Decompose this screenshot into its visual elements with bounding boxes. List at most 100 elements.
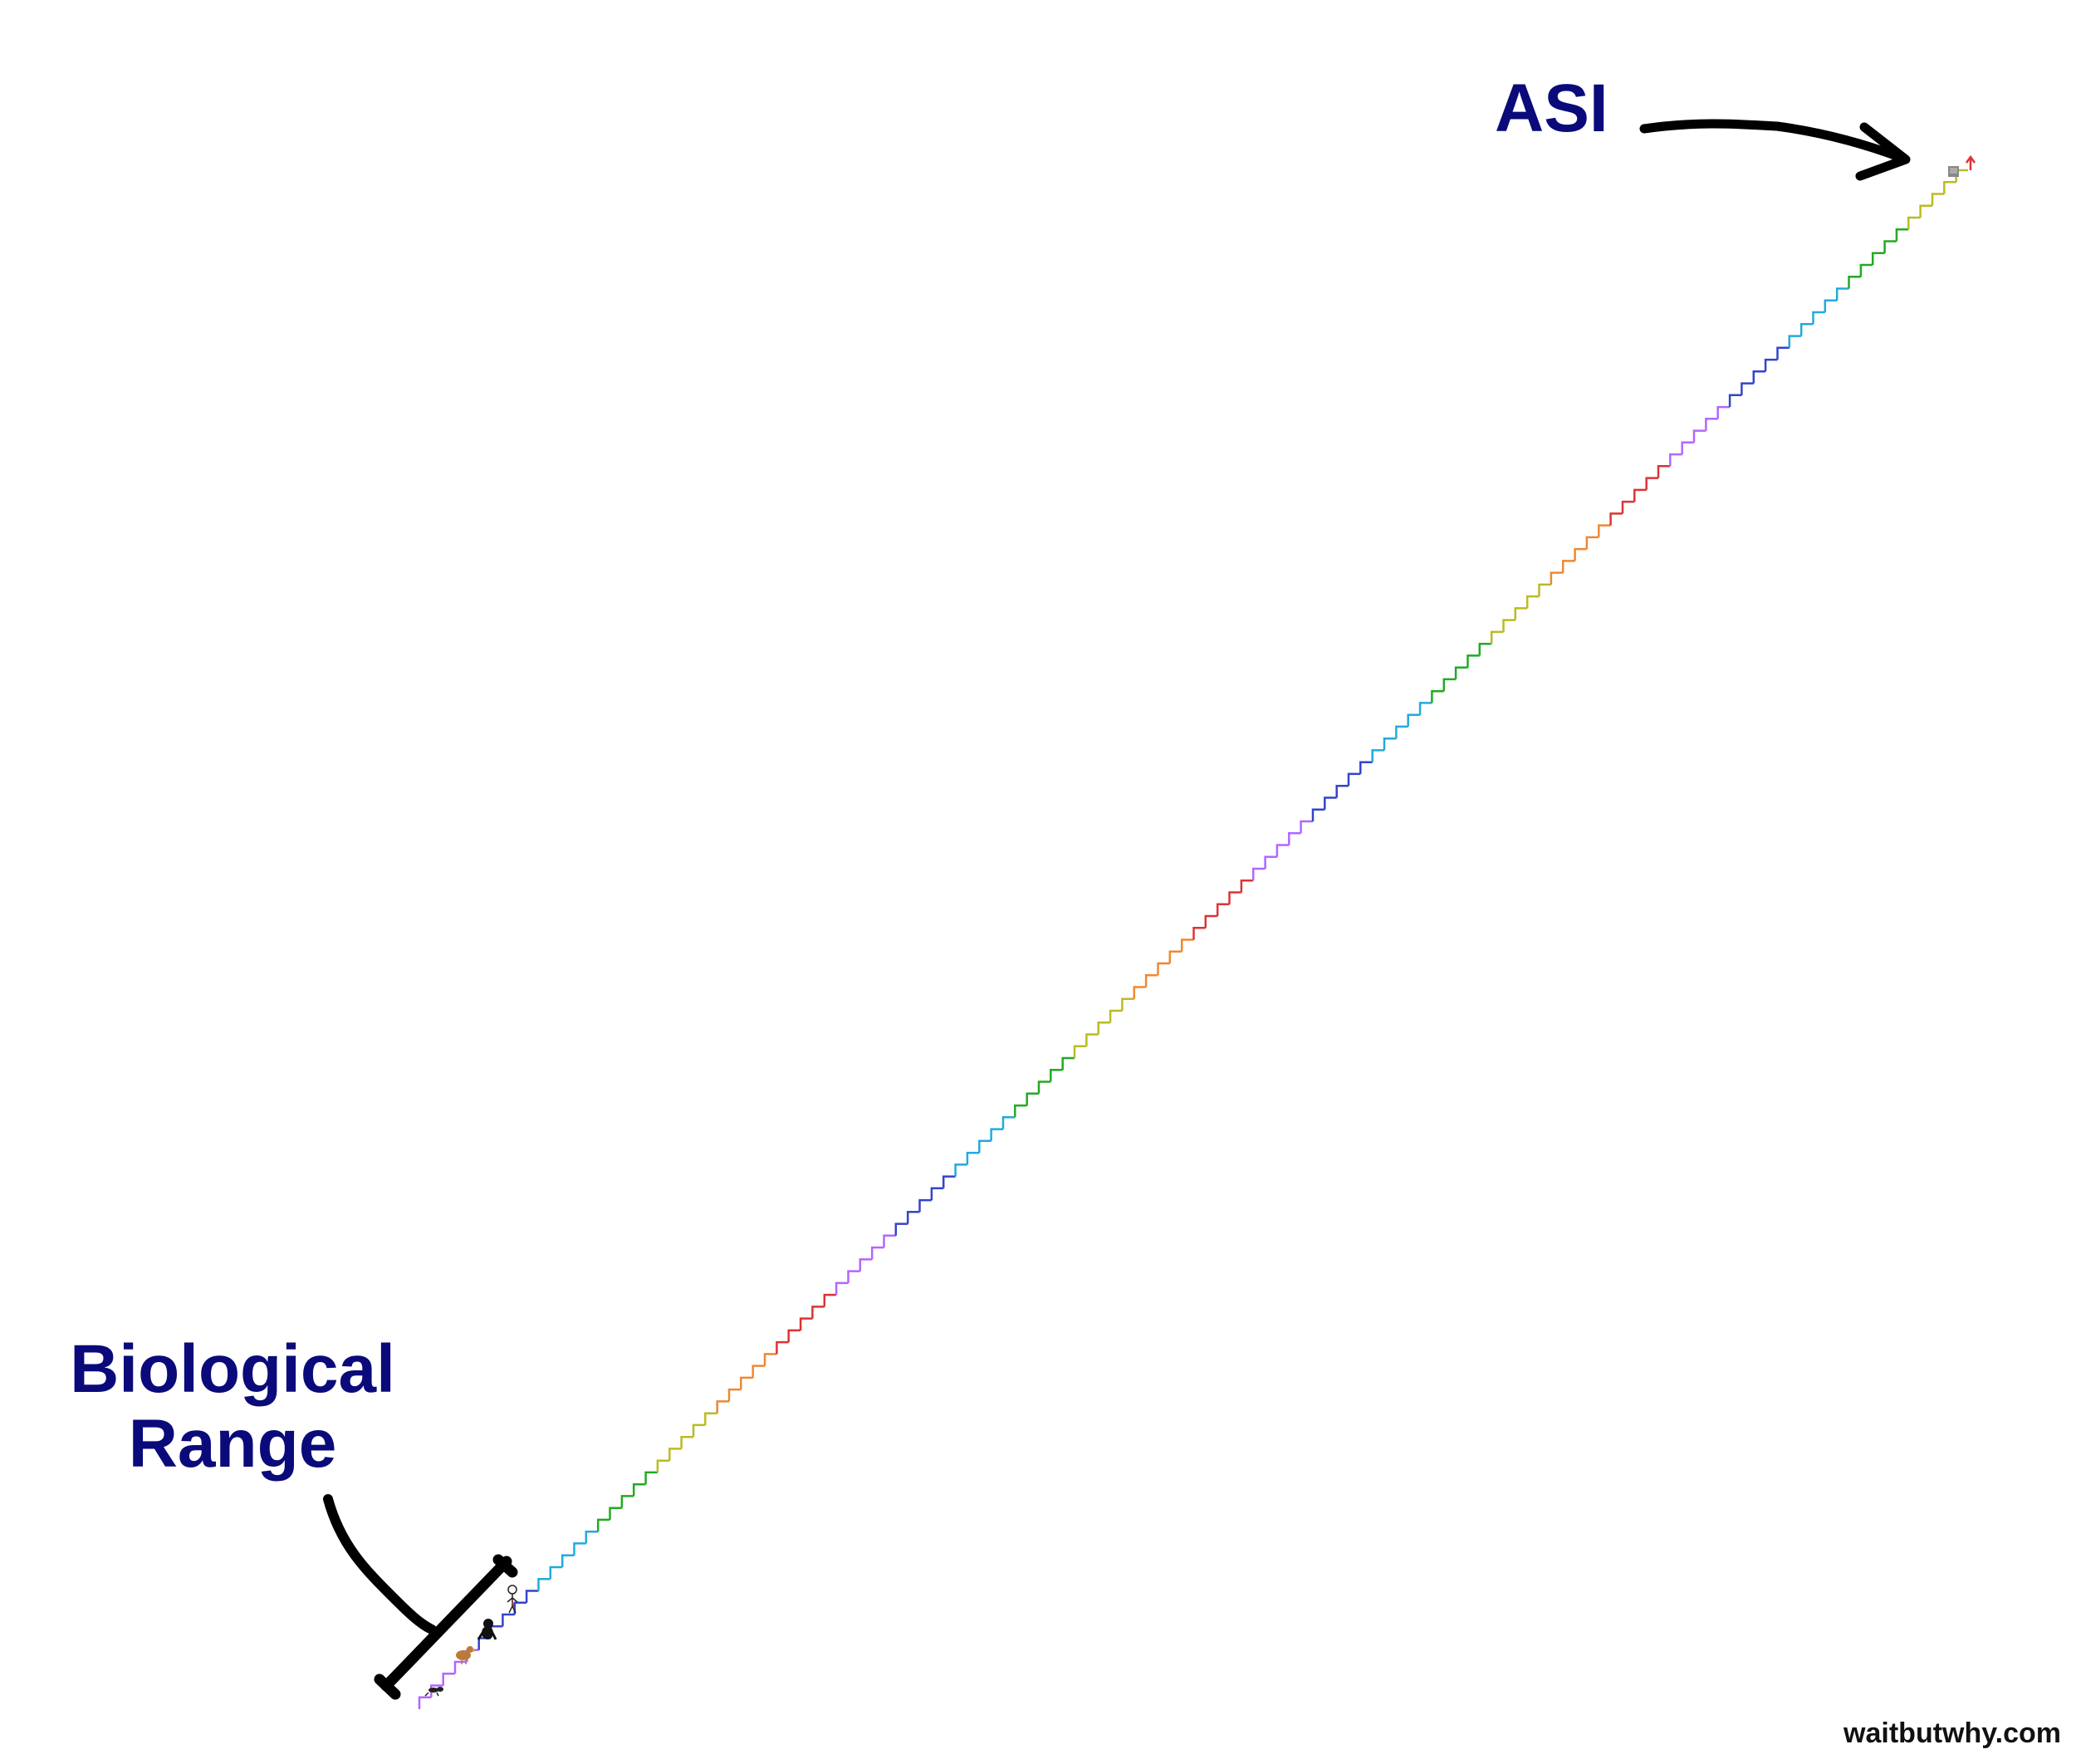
stair-step xyxy=(1919,204,1932,218)
human-icon xyxy=(507,1585,518,1614)
stair-step xyxy=(978,1139,991,1154)
site-credit: waitbutwhy.com xyxy=(1843,1717,2061,1749)
stair-step xyxy=(1645,477,1658,490)
stair-step xyxy=(1240,879,1254,893)
stair-step xyxy=(680,1435,693,1449)
stair-step xyxy=(1347,772,1361,786)
stair-step xyxy=(1871,252,1885,265)
stair-step xyxy=(942,1175,956,1188)
stair-step xyxy=(811,1306,825,1319)
stair-step xyxy=(716,1400,729,1414)
stair-step xyxy=(1514,607,1528,620)
stair-step xyxy=(859,1258,873,1272)
stair-step xyxy=(1859,263,1873,277)
stair-step xyxy=(692,1423,706,1438)
stair-step xyxy=(1097,1022,1111,1035)
stair-step xyxy=(1192,926,1206,940)
stair-step xyxy=(704,1412,717,1425)
stair-step xyxy=(1251,867,1266,881)
stair-step xyxy=(1454,666,1468,679)
stair-step xyxy=(883,1234,896,1248)
stair-step xyxy=(1835,287,1849,301)
stair-step xyxy=(1824,299,1838,312)
stair-step xyxy=(1598,524,1611,537)
stair-step xyxy=(1478,642,1492,656)
stair-step xyxy=(740,1376,753,1390)
stair-step xyxy=(1705,418,1718,431)
stair-step xyxy=(442,1672,455,1686)
stair-step xyxy=(1133,986,1147,999)
stair-step xyxy=(1121,997,1134,1011)
stair-step xyxy=(1752,370,1766,384)
stair-step xyxy=(1669,453,1682,467)
stair-step xyxy=(1014,1104,1027,1118)
stair-step xyxy=(1037,1080,1051,1094)
stair-step xyxy=(1109,1009,1123,1023)
stair-step xyxy=(502,1613,515,1627)
stair-step xyxy=(1001,1116,1016,1129)
stair-step xyxy=(1407,713,1421,727)
stair-step xyxy=(596,1518,610,1532)
stair-step xyxy=(1728,394,1742,408)
stair-step xyxy=(1907,216,1921,230)
stair-step xyxy=(1716,405,1731,419)
stair-step xyxy=(513,1601,527,1615)
stair-step xyxy=(1681,441,1694,455)
stair-step xyxy=(1574,547,1587,561)
stair-step xyxy=(870,1246,884,1260)
stair-step xyxy=(1395,725,1408,739)
stair-step xyxy=(787,1329,801,1343)
stair-step xyxy=(1168,950,1182,963)
stair-step xyxy=(609,1507,622,1520)
stair-step xyxy=(1466,654,1480,668)
stair-step xyxy=(906,1211,920,1224)
stair-step xyxy=(1061,1056,1075,1071)
stair-step xyxy=(1264,855,1277,869)
stair-step xyxy=(1502,619,1515,632)
asi-arrow xyxy=(1639,119,1911,181)
stair-step xyxy=(1144,974,1158,987)
stair-step xyxy=(1418,702,1432,715)
stair-step xyxy=(1180,938,1194,952)
stair-step xyxy=(752,1365,765,1378)
stair-step xyxy=(918,1198,932,1213)
stair-step xyxy=(1633,488,1647,502)
stair-step xyxy=(549,1566,563,1580)
biological-range-label-line2: Range xyxy=(129,1406,337,1482)
stair-step xyxy=(894,1223,908,1236)
biological-range-bracket xyxy=(323,1494,518,1700)
stair-step xyxy=(1026,1092,1039,1106)
stair-step xyxy=(585,1530,599,1544)
stair-step xyxy=(1931,193,1945,206)
stair-step xyxy=(954,1164,967,1177)
stair-step xyxy=(1741,382,1754,395)
stair-step xyxy=(1799,323,1814,336)
stair-step xyxy=(1883,240,1897,253)
stair-step xyxy=(763,1353,777,1366)
stair-step xyxy=(537,1577,551,1591)
stair-step xyxy=(632,1482,646,1497)
stair-step xyxy=(1085,1033,1099,1046)
stair-step xyxy=(1324,796,1337,810)
stair-step xyxy=(644,1471,658,1485)
stair-step xyxy=(1848,276,1861,289)
stair-step xyxy=(453,1660,468,1674)
stair-step xyxy=(1812,311,1825,325)
stair-step xyxy=(1895,228,1909,242)
stair-step xyxy=(620,1495,634,1508)
stair-step xyxy=(1788,335,1802,348)
stair-step xyxy=(573,1542,586,1556)
stair-step xyxy=(1335,784,1349,798)
stair-step xyxy=(1550,571,1564,585)
stair-step xyxy=(1073,1045,1087,1058)
biological-range-label-line1: Biological xyxy=(70,1331,395,1407)
stair-step xyxy=(1050,1069,1063,1082)
up-arrow-icon xyxy=(1965,154,1976,170)
chicken-icon xyxy=(456,1646,477,1664)
stair-step xyxy=(930,1187,944,1201)
stair-step xyxy=(1359,761,1373,774)
stair-step xyxy=(1216,903,1230,916)
stair-step xyxy=(1288,831,1301,845)
stair-step xyxy=(1943,181,1956,194)
